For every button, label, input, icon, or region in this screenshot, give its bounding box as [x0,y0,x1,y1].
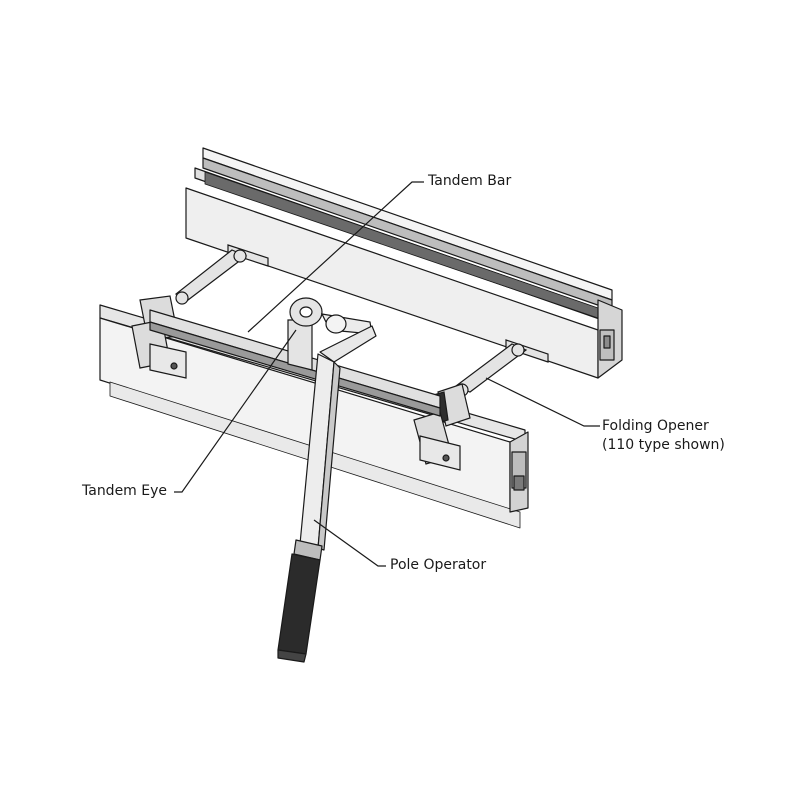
pole-operator-label: Pole Operator [390,557,487,573]
upper-sash-frame [185,147,623,379]
leader-tandem-eye [174,329,297,493]
folding-opener-label: Folding Opener [602,418,709,434]
leader-tandem-bar [247,181,424,333]
leader-lines [174,181,600,567]
leader-folding-opener [485,377,600,427]
tandem-eye-label: Tandem Eye [82,483,168,499]
pole-operator [277,325,377,663]
leader-pole-operator [313,519,386,567]
folding-opener-sublabel: (110 type shown) [602,437,725,453]
upper-hinge-right [454,339,549,397]
tandem-bar-label: Tandem Bar [428,173,512,189]
upper-hinge-left [174,244,269,305]
